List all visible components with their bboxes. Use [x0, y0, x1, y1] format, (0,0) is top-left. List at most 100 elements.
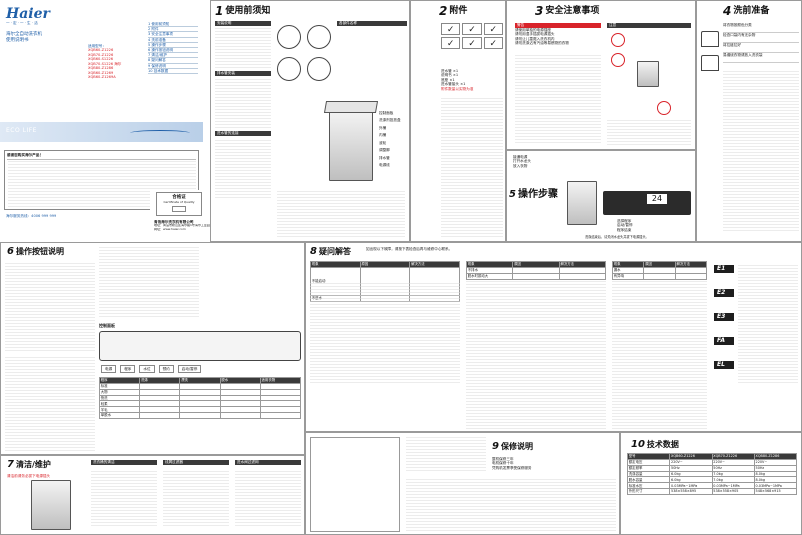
operation-step: 选择程序: [617, 219, 632, 223]
accessory-item: 底座 ×1: [441, 77, 455, 82]
program-name: 单脱水: [98, 412, 141, 419]
section-number: 4: [723, 4, 732, 18]
toc-item[interactable]: 3 安全注意事项: [148, 32, 198, 38]
model-item: XQB60-Z1269A: [88, 75, 116, 80]
washer-diagram: [329, 111, 373, 181]
delay-button[interactable]: 预约: [158, 365, 174, 374]
model-heading: 适用型号：: [88, 44, 106, 48]
check-icon: ✓: [441, 23, 461, 35]
toc-item[interactable]: 4 洗前准备: [148, 38, 198, 43]
company-info: 青岛海尔洗衣机有限公司 地址：青岛市崂山区海尔路1号海尔工业园 网址：www.h…: [154, 220, 210, 232]
section-cleaning: 7 清洁/维护 洗衣桶的清洁 线屑过滤器 进水阀过滤网 清洁前请务必拔下电源插头: [0, 455, 305, 535]
install-column: 安装说明 排水管安装 进水管的连接: [215, 21, 271, 198]
spec-value: 538×558×905: [711, 488, 755, 495]
part-label: 波轮: [379, 140, 387, 145]
toc-item[interactable]: 1 使用前须知: [148, 22, 198, 28]
warranty-points: 整机保修三年 电机保修十年 凭购机发票享受保修服务: [492, 457, 616, 470]
warning-item: 请勿用湿手插拔电源插头: [515, 32, 555, 37]
section-title: 技术数据: [646, 440, 679, 450]
faq-table-c: 现象 原因 解决方法 漏水 有异响: [611, 261, 708, 280]
illustration-circle: [307, 57, 331, 81]
text-block: [723, 71, 799, 231]
text-block: [738, 263, 798, 383]
power-button[interactable]: 电源: [101, 365, 117, 374]
error-code: E3: [714, 313, 734, 321]
warning-item: 请勿让儿童爬入洗衣机内: [515, 36, 555, 41]
section-title: 保修说明: [500, 442, 533, 452]
section-title: 使用前须知: [225, 5, 271, 16]
spec-label: 外形尺寸: [626, 488, 671, 495]
control-panel-label: 控制面板: [99, 323, 115, 328]
error-code: EL: [714, 361, 734, 369]
check-icon: ✓: [462, 23, 482, 35]
section-title: 清洁/维护: [15, 460, 51, 470]
cover-band: [0, 122, 203, 142]
warning-item: 请使用单独的电源插座: [515, 28, 551, 32]
washer-tub-illustration: [31, 480, 71, 530]
text-block: [466, 279, 606, 429]
water-level-button[interactable]: 水位: [139, 365, 155, 374]
subheading: 安装说明: [215, 21, 271, 26]
parts-list: 各部件名称: [337, 21, 407, 26]
model-item: XQB70-Z1226: [88, 52, 114, 57]
prohibit-icon: [611, 33, 625, 47]
qc-stamp: [172, 206, 186, 213]
toc-item[interactable]: 7 清洁/维护: [148, 53, 198, 59]
error-code: E2: [714, 289, 734, 297]
washer-lid: [323, 101, 379, 113]
text-block: [5, 357, 95, 451]
section-number: 7: [7, 459, 14, 470]
subheading: 洗衣桶的清洁: [91, 460, 157, 465]
text-block: [215, 138, 271, 198]
section-before-use: 1 使用前须知 安装说明 排水管安装 进水管的连接 各部件名称 控制面板 洗涤剂…: [210, 0, 410, 242]
warning-heading: 警告: [515, 23, 601, 28]
section-specs: 10 技术数据 型号 XQB60-Z1226 XQB70-Z1226 XQB80…: [620, 432, 802, 535]
check-icon: ✓: [462, 37, 482, 49]
brand-tagline: 一 · 定 · 一 · 生 · 活: [6, 21, 38, 25]
notice-box: 感谢您购买海尔产品！: [4, 150, 199, 210]
text-block: [163, 470, 229, 526]
program-table: 程序 洗涤 漂洗 脱水 适用衣物 标准 大物 快洗 轻柔 羊毛 单脱水: [98, 377, 302, 419]
toc-item[interactable]: 5 操作步骤: [148, 43, 198, 48]
section-header: 8 疑问解答: [310, 246, 351, 259]
toc-item[interactable]: 10 技术数据: [148, 69, 198, 74]
part-label: 控制面板: [379, 111, 394, 115]
qc-title: 合格证: [172, 195, 186, 200]
warranty-point: 凭购机发票享受保修服务: [492, 465, 532, 470]
company-site: 网址：www.haier.com: [154, 228, 186, 232]
section-faq: 8 疑问解答 如出现以下故障，请按下表检查后再与维修中心联系。 现象 原因 解决…: [305, 242, 802, 432]
product-title: 海尔全自动洗衣机: [6, 32, 42, 37]
toc-item[interactable]: 8 疑问解答: [148, 58, 198, 64]
error-code: FA: [714, 337, 734, 345]
button-row: 电源 程序 水位 预约 启动/暂停: [101, 365, 301, 374]
accessory-note: 附件数量以实物为准: [441, 86, 474, 91]
shirt-icon: [701, 31, 719, 47]
toc-item[interactable]: 9 保修说明: [148, 64, 198, 69]
toc-item[interactable]: 2 附件: [148, 27, 198, 33]
operation-step: 接通电源: [513, 155, 528, 159]
section-title: 安全注意事项: [545, 5, 600, 16]
text-block: [406, 435, 486, 471]
prep-step: 将拉链拉好: [723, 43, 799, 53]
section-operation: 5 操作步骤 接通电源 打开水龙头 放入衣物 24 选择程序 启动/暂停 程序结…: [506, 150, 696, 242]
table-row: 脱水时振动大: [465, 272, 607, 280]
prohibit-icon: [657, 101, 671, 115]
display-digits: 24: [647, 194, 667, 204]
section-title: 操作步骤: [517, 189, 558, 200]
product-subtitle: 使用说明书: [6, 38, 29, 43]
text-block: [310, 283, 460, 383]
table-row: 单脱水: [98, 412, 302, 419]
accessory-list: 进水管 ×1 说明书 ×1 底座 ×1 进水管接头 ×1 附件数量以实物为准: [441, 69, 503, 91]
toc-item[interactable]: 6 操作按钮说明: [148, 48, 198, 54]
section-number: 9: [492, 441, 499, 452]
operation-step: 启动/暂停: [617, 223, 633, 228]
text-block: [215, 78, 271, 128]
subheading: 线屑过滤器: [163, 460, 229, 465]
start-pause-button[interactable]: 启动/暂停: [177, 365, 202, 374]
accessory-grid: ✓ ✓ ✓ ✓ ✓ ✓: [441, 23, 503, 49]
operation-step: 程序结束: [617, 227, 632, 232]
program-button[interactable]: 程序: [120, 365, 136, 374]
qc-certificate: 合格证 Certificate of Quality: [156, 192, 202, 216]
part-label: 洗涤剂投放盒: [379, 118, 401, 123]
cover-swoosh: [130, 130, 190, 136]
